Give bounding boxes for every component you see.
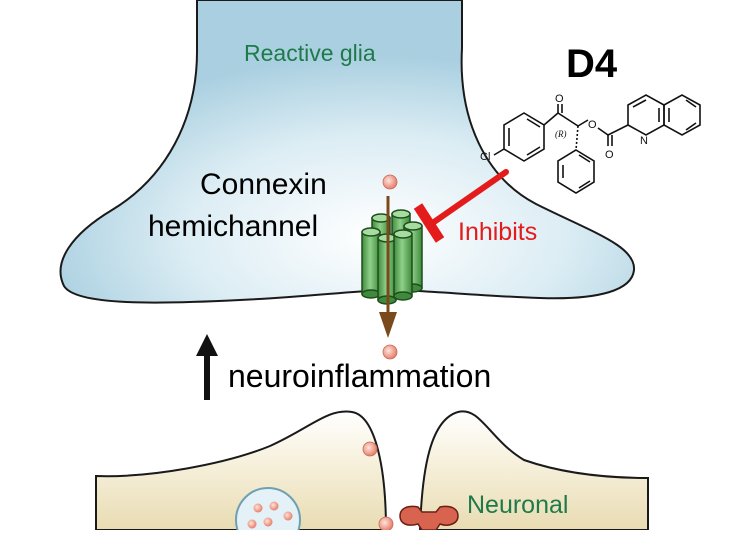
vesicle-particle bbox=[253, 503, 263, 513]
presynaptic-neuron bbox=[95, 410, 388, 531]
connexin-label: Connexin bbox=[200, 168, 327, 201]
connexin-hemichannel bbox=[361, 209, 423, 305]
inhibit-line bbox=[431, 169, 509, 225]
hemichannel-label: hemichannel bbox=[148, 210, 319, 243]
flow-arrow-head bbox=[379, 312, 397, 338]
neuronal-label: Neuronal bbox=[467, 491, 569, 519]
atp-particle bbox=[382, 344, 398, 360]
inhibits-label: Inhibits bbox=[458, 218, 538, 246]
increase-arrow-head bbox=[196, 334, 218, 356]
postsynaptic-neuron bbox=[418, 410, 649, 531]
atom-chlorine: Cl bbox=[480, 151, 490, 163]
atp-particle bbox=[362, 441, 378, 457]
atp-particle bbox=[382, 174, 398, 190]
neuroinflammation-label: neuroinflammation bbox=[228, 358, 492, 394]
d4-molecule-structure bbox=[493, 94, 701, 194]
inhibit-bar bbox=[413, 203, 445, 243]
vesicle-particle bbox=[269, 501, 279, 511]
atom-ketone-o: O bbox=[555, 93, 564, 105]
reactive-glia-label: Reactive glia bbox=[244, 40, 376, 66]
vesicle-particle bbox=[247, 519, 257, 529]
neuronal-receptor bbox=[399, 505, 459, 531]
atom-nitrogen: N bbox=[640, 135, 648, 147]
atom-carbonyl-o: O bbox=[605, 149, 614, 161]
atom-ester-o: O bbox=[588, 119, 597, 131]
vesicle-particle bbox=[283, 511, 293, 521]
compound-label: D4 bbox=[566, 42, 618, 86]
stereo-descriptor: (R) bbox=[555, 129, 567, 139]
atp-particle bbox=[378, 516, 394, 532]
vesicle-particle bbox=[263, 517, 273, 527]
